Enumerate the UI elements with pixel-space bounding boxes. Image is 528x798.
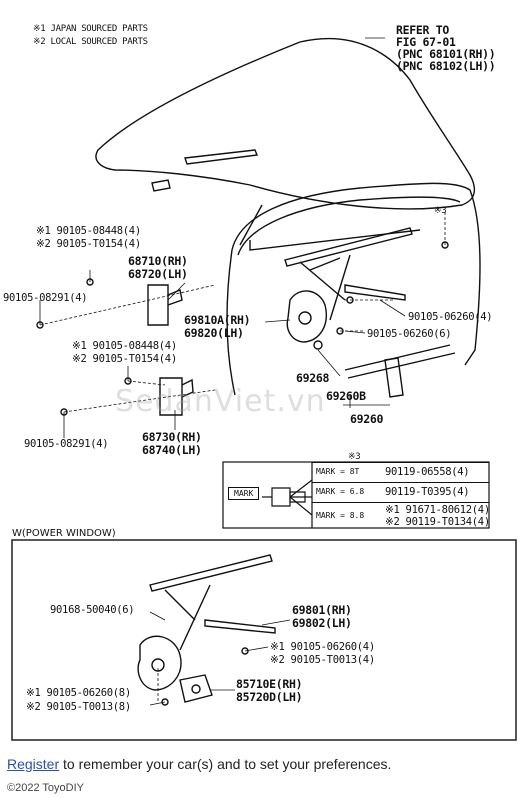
part-pw-90105-06260-8[interactable]: ※1 90105-06260(8) (26, 687, 131, 699)
mark-value: MARK = 6.8 (316, 487, 365, 496)
pw-motor (179, 674, 213, 703)
mark-value: MARK = 8.8 (316, 511, 365, 520)
part-pw-90105-T0013-8[interactable]: ※2 90105-T0013(8) (26, 701, 131, 713)
mark-part[interactable]: 90119-06558(4) (385, 466, 470, 478)
part-69260B[interactable]: 69260B (326, 389, 366, 403)
regulator-mechanism (286, 290, 327, 343)
part-90105-06260-6[interactable]: 90105-06260(6) (367, 328, 452, 340)
mark-table-row: MARK = 8T 90119-06558(4) (312, 462, 489, 483)
refer-line-3: (PNC 68101(RH)) (396, 47, 496, 61)
mark-tag: MARK (228, 487, 260, 500)
regulator-rail (284, 227, 413, 267)
part-68710[interactable]: 68710(RH) (128, 254, 188, 268)
part-69820[interactable]: 69820(LH) (184, 326, 244, 340)
part-68740[interactable]: 68740(LH) (142, 443, 202, 457)
mark-table: MARK MARK = 8T 90119-06558(4) MARK = 6.8… (223, 462, 490, 529)
part-69810A[interactable]: 69810A(RH) (184, 313, 251, 327)
part-90105-T0154-upper[interactable]: ※2 90105-T0154(4) (36, 238, 141, 250)
diagram-drawing (11, 37, 517, 741)
part-69260[interactable]: 69260 (350, 412, 384, 426)
part-68730[interactable]: 68730(RH) (142, 430, 202, 444)
register-text: to remember your car(s) and to set your … (59, 756, 392, 772)
mark-part[interactable]: 90119-T0395(4) (385, 486, 470, 498)
part-69802[interactable]: 69802(LH) (292, 616, 352, 630)
part-pw-90105-T0013-4[interactable]: ※2 90105-T0013(4) (270, 654, 375, 666)
refer-line-1: REFER TO (396, 23, 449, 37)
part-90105-08448-lower[interactable]: ※1 90105-08448(4) (72, 340, 177, 352)
mark-part-2[interactable]: ※2 90119-T0134(4) (385, 516, 490, 528)
part-85720D[interactable]: 85720D(LH) (236, 690, 303, 704)
door-glass (95, 37, 476, 210)
door-frame (231, 182, 481, 366)
register-link[interactable]: Register (7, 756, 60, 772)
parts-diagram: ※1 JAPAN SOURCED PARTS ※2 LOCAL SOURCED … (3, 23, 517, 741)
mark-value: MARK = 8T (316, 467, 360, 476)
star3-top: ※3 (434, 206, 447, 216)
watermark: SedanViet.vn (115, 384, 326, 419)
mark-table-row: MARK = 6.8 90119-T0395(4) (312, 482, 489, 503)
upper-hinge (147, 284, 169, 326)
mark-table-row: MARK = 8.8 ※1 91671-80612(4) ※2 90119-T0… (312, 502, 490, 529)
legend-japan-sourced: ※1 JAPAN SOURCED PARTS (33, 24, 148, 34)
mark-part[interactable]: ※1 91671-80612(4) (385, 504, 490, 516)
part-90168-50040[interactable]: 90168-50040(6) (50, 604, 135, 616)
lower-hinge (159, 377, 183, 416)
part-90105-08291-lower[interactable]: 90105-08291(4) (24, 438, 109, 450)
part-90105-08448-upper[interactable]: ※1 90105-08448(4) (36, 225, 141, 237)
refer-line-2: FIG 67-01 (396, 35, 456, 49)
part-90105-T0154-lower[interactable]: ※2 90105-T0154(4) (72, 353, 177, 365)
star3-table: ※3 (348, 452, 361, 462)
copyright: ©2022 ToyoDIY (7, 782, 85, 794)
part-68720[interactable]: 68720(LH) (128, 267, 188, 281)
pw-mechanism (137, 635, 182, 691)
part-pw-90105-06260-4[interactable]: ※1 90105-06260(4) (270, 641, 375, 653)
part-69801[interactable]: 69801(RH) (292, 603, 352, 617)
pw-rail (149, 554, 273, 592)
refer-line-4: (PNC 68102(LH)) (396, 59, 496, 73)
part-69268[interactable]: 69268 (296, 371, 330, 385)
register-prompt: Register to remember your car(s) and to … (7, 756, 391, 772)
part-85710E[interactable]: 85710E(RH) (236, 677, 303, 691)
part-90105-06260-4[interactable]: 90105-06260(4) (408, 311, 493, 323)
part-90105-08291-upper[interactable]: 90105-08291(4) (3, 292, 88, 304)
legend-local-sourced: ※2 LOCAL SOURCED PARTS (33, 37, 148, 47)
power-window-title: W(POWER WINDOW) (12, 528, 116, 539)
